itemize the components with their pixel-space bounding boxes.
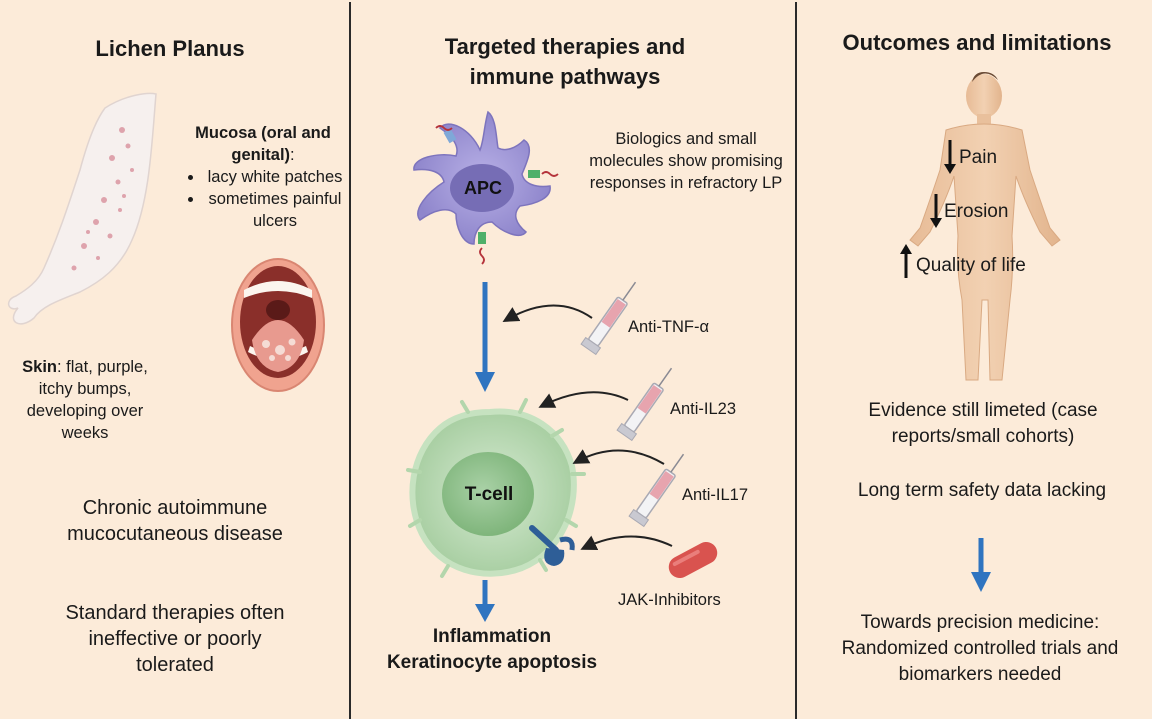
jak-inhibitor-pill-icon xyxy=(668,541,718,579)
t-cell-label: T-cell xyxy=(464,484,514,505)
drug-label-anti-tnf: Anti-TNF-α xyxy=(628,318,710,336)
apc-receptor-icons xyxy=(435,125,559,265)
precision-arrow-down xyxy=(971,538,991,592)
skin-text: : flat, purple, itchy bumps, developing … xyxy=(26,358,148,442)
mucosa-description: Mucosa (oral and genital): lacy white pa… xyxy=(180,122,346,232)
outcome-inflammation: Inflammation xyxy=(432,626,552,647)
syringe-anti-il23 xyxy=(616,367,673,442)
jak-inhibitor-arrow xyxy=(580,535,673,551)
effect-pain: Pain xyxy=(959,147,998,168)
apc-cell xyxy=(413,110,559,265)
mucosa-bullet: lacy white patches xyxy=(204,166,346,188)
mucosa-bullet-list: lacy white patches sometimes painful ulc… xyxy=(184,166,346,232)
middle-panel-title: Targeted therapies and immune pathways xyxy=(444,34,686,89)
human-body-illustration xyxy=(909,72,1061,381)
disease-definition: Chronic autoimmune mucocutaneous disease xyxy=(67,497,283,545)
safety-note: Long term safety data lacking xyxy=(857,480,1107,501)
effect-erosion: Erosion xyxy=(944,201,1009,222)
t-cell-receptor-icon xyxy=(529,525,575,566)
apc-label: APC xyxy=(463,178,502,198)
effect-quality-of-life: Quality of life xyxy=(916,255,1026,276)
pathway-arrow-down-2 xyxy=(475,580,495,622)
pathway-arrow-down-1 xyxy=(475,282,495,392)
standard-therapy-note: Standard therapies often ineffective or … xyxy=(65,602,285,676)
syringe-anti-tnf xyxy=(580,281,637,356)
anti-il23-arrow xyxy=(538,391,629,408)
t-cell xyxy=(406,398,586,578)
arm-illustration xyxy=(7,92,157,325)
skin-heading: Skin xyxy=(22,358,58,376)
skin-description: Skin: flat, purple, itchy bumps, develop… xyxy=(6,356,164,444)
mucosa-bullet: sometimes painful ulcers xyxy=(204,188,346,232)
mucosa-colon: : xyxy=(290,146,295,164)
evidence-note: Evidence still limeted (case reports/sma… xyxy=(868,400,1098,447)
mouth-illustration xyxy=(231,258,325,392)
anti-il17-arrow xyxy=(572,449,665,465)
anti-tnf-arrow xyxy=(502,304,593,322)
panel-divider-right xyxy=(795,2,797,719)
biologics-note: Biologics and small molecules show promi… xyxy=(589,130,783,192)
drug-label-jak-inhibitors: JAK-Inhibitors xyxy=(618,591,721,609)
syringe-anti-il17 xyxy=(628,453,685,528)
panel-divider-left xyxy=(349,2,351,719)
right-panel-title: Outcomes and limitations xyxy=(842,30,1112,55)
drug-label-anti-il23: Anti-IL23 xyxy=(670,400,737,418)
precision-medicine-note: Towards precision medicine: Randomized c… xyxy=(841,612,1119,685)
mucosa-heading: Mucosa (oral and genital) xyxy=(195,124,331,164)
effect-arrows xyxy=(900,140,956,278)
outcome-keratinocyte-apoptosis: Keratinocyte apoptosis xyxy=(386,652,598,673)
drug-label-anti-il17: Anti-IL17 xyxy=(682,486,749,504)
left-panel-title: Lichen Planus xyxy=(95,36,245,61)
